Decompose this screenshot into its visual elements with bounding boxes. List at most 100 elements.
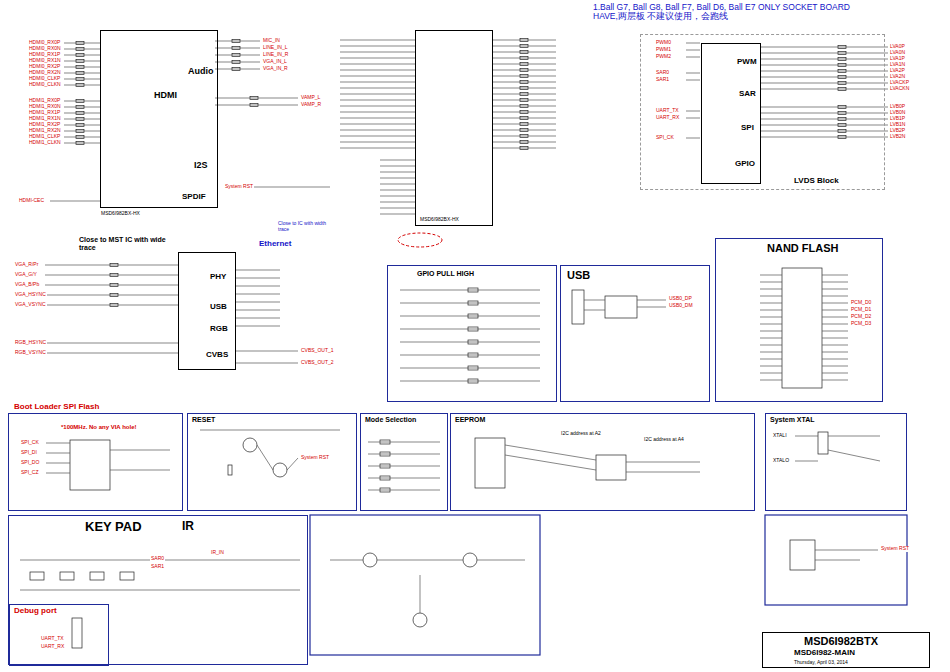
resistor-symbol bbox=[520, 105, 528, 108]
wire bbox=[760, 125, 888, 126]
wire bbox=[64, 137, 100, 138]
section-title: USB bbox=[566, 269, 591, 281]
net-label: LVA1P bbox=[889, 56, 906, 62]
wire bbox=[340, 94, 415, 95]
annotation: Close to MST IC with wide trace bbox=[78, 236, 180, 251]
resistor-symbol bbox=[76, 106, 84, 109]
wire bbox=[493, 40, 556, 41]
resistor-symbol bbox=[232, 47, 240, 50]
wire bbox=[760, 137, 888, 138]
wire bbox=[380, 208, 415, 209]
key-switch bbox=[120, 572, 134, 580]
resistor-symbol bbox=[838, 112, 846, 115]
wire bbox=[236, 302, 280, 303]
section-title: SAR bbox=[738, 90, 757, 99]
net-label: VGA_R/Pr bbox=[14, 262, 39, 268]
section-title: NAND FLASH bbox=[766, 242, 840, 254]
wire bbox=[45, 353, 178, 354]
wire bbox=[380, 196, 415, 197]
wire bbox=[493, 112, 556, 113]
net-label: SPI_CK bbox=[20, 440, 40, 446]
wire bbox=[493, 88, 556, 89]
wire bbox=[236, 278, 280, 279]
wire bbox=[380, 184, 415, 185]
net-label: LVB2P bbox=[889, 128, 906, 134]
wire bbox=[340, 52, 415, 53]
wire bbox=[380, 160, 415, 161]
section-title: System XTAL bbox=[769, 416, 816, 424]
wire bbox=[340, 82, 415, 83]
wire bbox=[340, 70, 415, 71]
section-frame bbox=[310, 515, 540, 655]
net-label: LVB2N bbox=[889, 134, 906, 140]
wire bbox=[637, 307, 666, 308]
annotation: MSD6I982BX-HX bbox=[100, 211, 141, 217]
net-label: SAR0 bbox=[150, 556, 165, 562]
wire bbox=[760, 338, 782, 339]
wire bbox=[236, 310, 280, 311]
wire bbox=[380, 178, 415, 179]
wire bbox=[400, 303, 540, 304]
wire bbox=[760, 359, 782, 360]
resistor-symbol bbox=[232, 40, 240, 43]
wire bbox=[822, 331, 848, 332]
wire bbox=[340, 130, 415, 131]
resistor-symbol bbox=[468, 379, 478, 383]
net-label: CVBS_OUT_1 bbox=[300, 348, 335, 354]
wire bbox=[340, 112, 415, 113]
section-title: I2S bbox=[193, 161, 209, 171]
section-box: Mode Selection bbox=[360, 413, 448, 511]
wire bbox=[340, 76, 415, 77]
wire bbox=[46, 453, 70, 454]
key-switch bbox=[60, 572, 74, 580]
net-label: USB0_DP bbox=[668, 296, 693, 302]
resistor-symbol bbox=[838, 76, 846, 79]
net-label: HDMI1_RX0P bbox=[28, 98, 61, 104]
transistor-symbol bbox=[413, 613, 427, 627]
net-label: SPI_CK bbox=[655, 135, 675, 141]
section-title: EEPROM bbox=[454, 416, 486, 424]
annotation: Ethernet bbox=[258, 240, 292, 249]
section-title: Debug port bbox=[13, 607, 58, 616]
net-label: SAR0 bbox=[655, 70, 670, 76]
section-title: HDMI bbox=[153, 91, 178, 101]
wire bbox=[584, 300, 605, 301]
wire bbox=[45, 265, 178, 266]
wire bbox=[760, 131, 888, 132]
wire bbox=[64, 67, 100, 68]
net-label: LINE_IN_L bbox=[262, 45, 288, 51]
resistor-symbol bbox=[76, 100, 84, 103]
resistor-symbol bbox=[838, 88, 846, 91]
net-label: HDMI0_RX1N bbox=[28, 58, 62, 64]
resistor-symbol bbox=[520, 141, 528, 144]
section-box: RESET bbox=[187, 413, 357, 511]
net-label: VGA_B/Pb bbox=[14, 282, 40, 288]
transistor-symbol bbox=[363, 553, 377, 567]
wire bbox=[340, 142, 415, 143]
wire bbox=[50, 201, 100, 202]
wire bbox=[257, 445, 273, 470]
net-label: UART_RX bbox=[655, 115, 680, 121]
wire bbox=[760, 65, 888, 66]
net-label: VAMP_R bbox=[300, 102, 322, 108]
section-title: GPIO PULL HIGH bbox=[416, 270, 475, 278]
wire bbox=[822, 373, 848, 374]
wire bbox=[236, 363, 298, 364]
wire bbox=[686, 43, 700, 44]
section-title: LVDS Block bbox=[793, 177, 840, 186]
wire bbox=[420, 575, 421, 613]
wire bbox=[493, 64, 556, 65]
resistor-symbol bbox=[838, 130, 846, 133]
wire bbox=[760, 331, 782, 332]
wire bbox=[340, 148, 415, 149]
resistor-symbol bbox=[76, 48, 84, 51]
net-label: USB0_DM bbox=[668, 303, 694, 309]
resistor-symbol bbox=[838, 124, 846, 127]
wire bbox=[822, 324, 848, 325]
net-label: SPI_CZ bbox=[20, 470, 40, 476]
resistor-symbol bbox=[520, 147, 528, 150]
wire bbox=[493, 100, 556, 101]
resistor-symbol bbox=[468, 327, 478, 331]
